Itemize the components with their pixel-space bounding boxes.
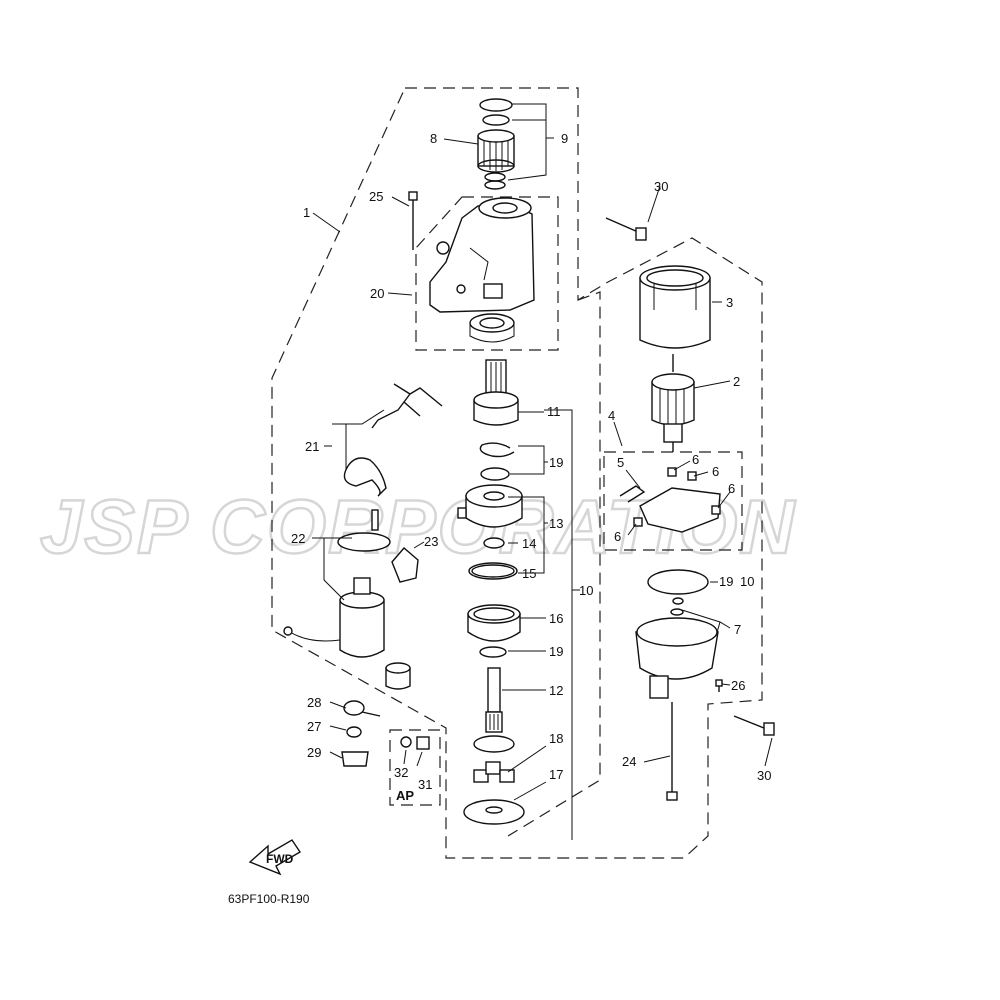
part-23-rubber-seal xyxy=(391,547,419,583)
part-29-cap xyxy=(341,751,369,767)
part-18-planet-gears xyxy=(473,761,515,783)
callout-17: 17 xyxy=(549,767,563,782)
callout-7: 7 xyxy=(734,622,741,637)
part-7-rear-cover xyxy=(635,608,719,699)
part-sleeve-small xyxy=(385,662,411,690)
part-31-nut xyxy=(416,736,430,750)
callout-29: 29 xyxy=(307,745,321,760)
assembly-10-inner-outline xyxy=(507,291,601,837)
callout-30b: 30 xyxy=(757,768,771,783)
callout-23: 23 xyxy=(424,534,438,549)
part-20-front-housing xyxy=(429,197,535,343)
part-27-nut xyxy=(346,726,362,738)
callout-12: 12 xyxy=(549,683,563,698)
callout-20: 20 xyxy=(370,286,384,301)
fwd-label: FWD xyxy=(266,852,294,866)
callout-26: 26 xyxy=(731,678,745,693)
callout-19a: 19 xyxy=(549,455,563,470)
part-4-brush-holder xyxy=(619,467,721,533)
part-3-yoke xyxy=(639,265,711,349)
part-25-bolt xyxy=(408,191,418,250)
callout-3: 3 xyxy=(726,295,733,310)
callout-28: 28 xyxy=(307,695,321,710)
part-15-ring xyxy=(468,562,518,580)
callout-16: 16 xyxy=(549,611,563,626)
callout-18: 18 xyxy=(549,731,563,746)
callout-31: 31 xyxy=(418,777,432,792)
part-28-terminal xyxy=(343,700,381,717)
part-30-bolt-upper xyxy=(605,217,647,241)
part-17-plate xyxy=(463,799,525,825)
callout-25: 25 xyxy=(369,189,383,204)
assembly-1-outline xyxy=(271,87,763,859)
callout-30a: 30 xyxy=(654,179,668,194)
part-14-bushing xyxy=(483,537,505,549)
callout-6d: 6 xyxy=(614,529,621,544)
part-8-pinion-gear xyxy=(477,129,515,173)
leader-lines xyxy=(312,103,773,840)
assembly-20-outline xyxy=(415,196,559,351)
assembly-outlines xyxy=(271,87,763,859)
callout-19c: 19 xyxy=(719,574,733,589)
part-19-clip xyxy=(479,442,515,481)
part-26-screw xyxy=(715,679,723,692)
diagram-code: 63PF100-R190 xyxy=(228,892,310,906)
callout-4: 4 xyxy=(608,408,615,423)
callout-21: 21 xyxy=(305,439,319,454)
part-12-pinion-shaft xyxy=(473,667,515,753)
part-2-armature xyxy=(651,354,695,452)
part-22-solenoid xyxy=(283,509,391,658)
callout-8: 8 xyxy=(430,131,437,146)
ap-label: AP xyxy=(396,788,414,803)
callout-2: 2 xyxy=(733,374,740,389)
callout-6b: 6 xyxy=(712,464,719,479)
ap-kit-outline xyxy=(389,729,441,806)
part-19-washer-lower xyxy=(479,646,507,658)
callout-11: 11 xyxy=(547,404,561,419)
callout-10b: 10 xyxy=(740,574,754,589)
part-11-sleeve xyxy=(473,359,519,426)
callout-24: 24 xyxy=(622,754,636,769)
callout-22: 22 xyxy=(291,531,305,546)
callout-13: 13 xyxy=(549,516,563,531)
callout-27: 27 xyxy=(307,719,321,734)
part-16-internal-gear xyxy=(467,604,521,642)
callout-5: 5 xyxy=(617,455,624,470)
part-21-shift-lever xyxy=(343,383,443,497)
callouts: 1 2 3 4 5 6 6 6 6 7 8 9 10 10 11 12 13 1… xyxy=(291,131,771,792)
callout-6c: 6 xyxy=(728,481,735,496)
assembly-4-outline xyxy=(603,451,743,551)
part-9-rings xyxy=(479,98,513,190)
part-30-bolt-lower xyxy=(733,715,775,736)
callout-15: 15 xyxy=(522,566,536,581)
part-13-gear-cover xyxy=(457,484,523,528)
callout-19b: 19 xyxy=(549,644,563,659)
part-32-washer xyxy=(400,736,412,748)
callout-1: 1 xyxy=(303,205,310,220)
callout-32: 32 xyxy=(394,765,408,780)
part-19-brush-plate xyxy=(647,569,709,605)
callout-10a: 10 xyxy=(579,583,593,598)
callout-14: 14 xyxy=(522,536,536,551)
fwd-arrow-icon: FWD xyxy=(248,839,301,876)
part-24-through-bolt xyxy=(666,702,678,801)
callout-9: 9 xyxy=(561,131,568,146)
callout-6a: 6 xyxy=(692,452,699,467)
